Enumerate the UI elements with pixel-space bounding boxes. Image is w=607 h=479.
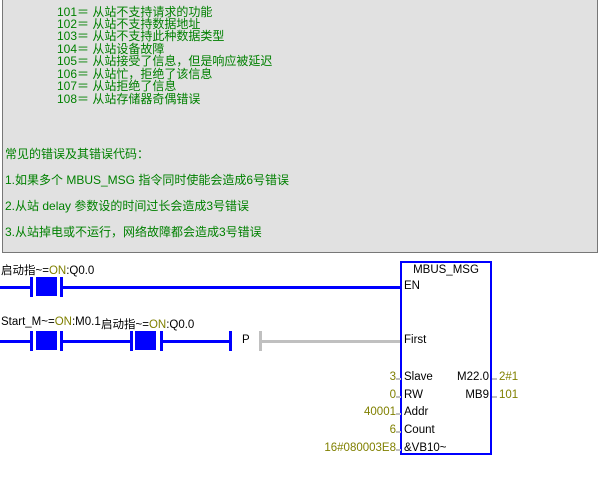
pin-en: EN (404, 280, 420, 292)
en-wire (63, 286, 400, 289)
pin-databuffer: &VB10~ (404, 442, 447, 454)
state: ON (48, 265, 67, 277)
p-label: P (242, 334, 250, 346)
pin-first: First (404, 334, 427, 346)
error-code-108: 108＝ 从站存储器奇偶错误 (57, 92, 201, 106)
pin-slave: Slave (404, 371, 433, 383)
wire (63, 340, 130, 343)
value-done[interactable]: 2#1 (499, 371, 519, 383)
address: :M0.1 (71, 316, 101, 328)
symbol-name: 启动指~ (1, 265, 43, 277)
wire (0, 340, 30, 343)
eq: = (47, 316, 55, 328)
pin-addr: Addr (404, 406, 429, 418)
eq: = (142, 319, 149, 331)
value-count[interactable]: 6 (389, 424, 396, 436)
wire (163, 340, 230, 343)
state: ON (54, 316, 72, 328)
pin-done: M22.0 (457, 371, 489, 383)
error-code-103: 103＝ 从站不支持此种数据类型 (57, 29, 225, 43)
mbus-msg-block[interactable] (400, 261, 492, 455)
tip-3: 3.从站掉电或不运行，网络故障都会造成3号错误 (5, 225, 262, 239)
address: :Q0.0 (66, 265, 95, 277)
error-code-105: 105＝ 从站接受了信息，但是响应被延迟 (57, 54, 273, 68)
value-addr[interactable]: 40001 (364, 406, 396, 418)
value-rw[interactable]: 0 (389, 389, 396, 401)
value-slave[interactable]: 3 (389, 371, 396, 383)
symbol-name: 启动指~ (101, 319, 143, 331)
common-errors-title: 常见的错误及其错误代码： (5, 147, 150, 161)
error-code-101: 101＝ 从站不支持请求的功能 (57, 5, 213, 19)
network-comment-box (2, 0, 598, 253)
error-code-102: 102＝ 从站不支持数据地址 (57, 17, 201, 31)
contact-label-m01: Start_M~=ON:M0.1 (1, 316, 101, 328)
error-code-106: 106＝ 从站忙，拒绝了该信息 (57, 67, 213, 81)
tip-1: 1.如果多个 MBUS_MSG 指令同时使能会造成6号错误 (5, 173, 290, 187)
power-rail-wire (0, 286, 30, 289)
error-code-107: 107＝ 从站拒绝了信息 (57, 79, 177, 93)
state: ON (148, 319, 167, 331)
contact-label-q00-row2: 启动指~=ON:Q0.0 (101, 316, 194, 332)
contact-label-q00: 启动指~=ON:Q0.0 (1, 262, 94, 278)
address: :Q0.0 (166, 319, 195, 331)
pin-rw: RW (404, 389, 423, 401)
error-code-104: 104＝ 从站设备故障 (57, 42, 165, 56)
pin-count: Count (404, 424, 435, 436)
symbol-name: Start_M~ (1, 316, 48, 328)
first-wire (262, 340, 400, 343)
value-databuffer[interactable]: 16#080003E8 (324, 442, 396, 454)
value-error[interactable]: 101 (499, 389, 519, 401)
tip-2: 2.从站 delay 参数设的时间过长会造成3号错误 (5, 199, 250, 213)
block-title: MBUS_MSG (413, 264, 479, 276)
eq: = (42, 265, 49, 277)
pin-error: MB9 (465, 389, 489, 401)
